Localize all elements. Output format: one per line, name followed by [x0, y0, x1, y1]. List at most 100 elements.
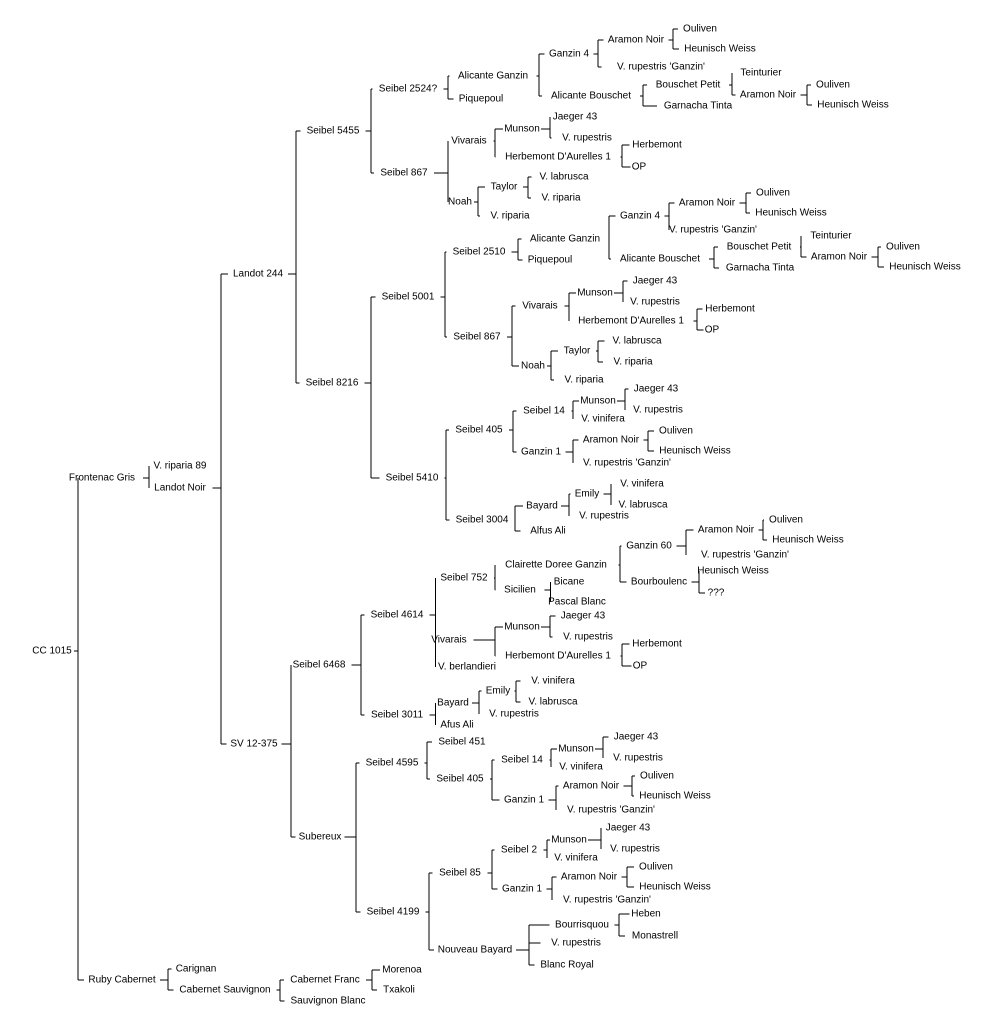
node-label-heunisch-weiss: Heunisch Weiss [772, 535, 844, 546]
node-label-jaeger-43: Jaeger 43 [606, 823, 651, 834]
node-label-herbemont: Herbemont [632, 140, 682, 151]
node-label-aramon-noir: Aramon Noir [740, 90, 797, 101]
node-label-heunisch-weiss: Heunisch Weiss [889, 262, 961, 273]
node-label-monastrell: Monastrell [632, 931, 678, 942]
node-label-bayard: Bayard [526, 501, 558, 512]
node-label-heben: Heben [631, 909, 660, 920]
node-label-ouliven: Ouliven [769, 515, 803, 526]
node-label-herbemont: Herbemont [632, 639, 682, 650]
node-label-seibel-867: Seibel 867 [453, 332, 501, 343]
node-label-sicilien: Sicilien [504, 585, 536, 596]
node-label-v-rupestris: V. rupestris [563, 632, 613, 643]
node-label-bourrisquou: Bourrisquou [555, 920, 609, 931]
node-label-ganzin-4: Ganzin 4 [549, 49, 589, 60]
node-label-vivarais: Vivarais [431, 635, 466, 646]
node-label-v-rupestris-ganzin: V. rupestris 'Ganzin' [563, 895, 651, 906]
node-label-piquepoul: Piquepoul [528, 255, 572, 266]
node-label-v-vinifera: V. vinifera [620, 479, 664, 490]
node-label-alfus-ali: Alfus Ali [530, 526, 566, 537]
node-label-v-riparia: V. riparia [613, 357, 653, 368]
node-label-bourboulenc: Bourboulenc [631, 577, 687, 588]
node-label-morenoa: Morenoa [382, 965, 422, 976]
node-label-v-vinifera: V. vinifera [554, 853, 598, 864]
node-label-garnacha-tinta: Garnacha Tinta [726, 263, 795, 274]
node-label-heunisch-weiss: Heunisch Weiss [755, 208, 827, 219]
node-label-heunisch-weiss: Heunisch Weiss [639, 882, 711, 893]
node-label-v-rupestris: V. rupestris [579, 511, 629, 522]
node-label-teinturier: Teinturier [740, 68, 782, 79]
node-label-ganzin-4: Ganzin 4 [620, 211, 660, 222]
node-label-seibel-14: Seibel 14 [523, 406, 565, 417]
node-label-ganzin-1: Ganzin 1 [502, 884, 542, 895]
node-label-vivarais: Vivarais [522, 301, 557, 312]
node-label-bouschet-petit: Bouschet Petit [656, 80, 721, 91]
node-label-seibel-4199: Seibel 4199 [367, 907, 420, 918]
node-label-ouliven: Ouliven [640, 771, 674, 782]
node-label-blanc-royal: Blanc Royal [540, 960, 593, 971]
node-label-carignan: Carignan [176, 964, 217, 975]
node-label-heunisch-weiss: Heunisch Weiss [684, 44, 756, 55]
node-label-v-rupestris-ganzin: V. rupestris 'Ganzin' [701, 550, 789, 561]
node-label-munson: Munson [580, 396, 616, 407]
node-label-seibel-405: Seibel 405 [455, 425, 503, 436]
node-label-jaeger-43: Jaeger 43 [634, 384, 679, 395]
node-label-v-labrusca: V. labrusca [539, 172, 589, 183]
node-label-sv-12-375: SV 12-375 [230, 739, 278, 750]
node-label-ouliven: Ouliven [683, 24, 717, 35]
node-label-op: OP [633, 661, 648, 672]
node-label-seibel-3011: Seibel 3011 [371, 710, 424, 721]
node-label-v-rupestris-ganzin: V. rupestris 'Ganzin' [567, 805, 655, 816]
node-label-op: OP [632, 162, 647, 173]
node-label-piquepoul: Piquepoul [459, 94, 503, 105]
node-label-jaeger-43: Jaeger 43 [561, 611, 606, 622]
node-label-aramon-noir: Aramon Noir [679, 198, 736, 209]
node-label-v-berlandieri: V. berlandieri [438, 662, 496, 673]
node-label-vivarais: Vivarais [451, 136, 486, 147]
node-label-heunisch-weiss: Heunisch Weiss [659, 446, 731, 457]
node-label-v-vinifera: V. vinifera [559, 762, 603, 773]
node-label-heunisch-weiss: Heunisch Weiss [697, 566, 769, 577]
node-label-cabernet-franc: Cabernet Franc [290, 975, 359, 986]
node-label-ouliven: Ouliven [659, 426, 693, 437]
node-label-ouliven: Ouliven [816, 80, 850, 91]
node-label-v-rupestris: V. rupestris [562, 133, 612, 144]
node-label-seibel-8216: Seibel 8216 [306, 378, 359, 389]
node-label-herbemont-d-aurelles-1: Herbemont D'Aurelles 1 [505, 152, 611, 163]
node-label-ruby-cabernet: Ruby Cabernet [88, 975, 155, 986]
node-label-emily: Emily [486, 686, 510, 697]
node-label-jaeger-43: Jaeger 43 [614, 732, 659, 743]
node-label-heunisch-weiss: Heunisch Weiss [817, 100, 889, 111]
node-label-landot-noir: Landot Noir [154, 483, 206, 494]
node-label-taylor: Taylor [491, 182, 518, 193]
node-label-v-rupestris: V. rupestris [610, 844, 660, 855]
node-label-ganzin-1: Ganzin 1 [521, 447, 561, 458]
node-label-aramon-noir: Aramon Noir [583, 435, 640, 446]
node-label-txakoli: Txakoli [383, 985, 415, 996]
node-label-alicante-bouschet: Alicante Bouschet [620, 254, 700, 265]
node-label-seibel-2524: Seibel 2524? [379, 84, 438, 95]
node-label-v-rupestris: V. rupestris [633, 405, 683, 416]
node-label-v-labrusca: V. labrusca [612, 336, 662, 347]
node-label-bicane: Bicane [554, 577, 585, 588]
node-label-ganzin-60: Ganzin 60 [626, 541, 672, 552]
node-label-v-rupestris-ganzin: V. rupestris 'Ganzin' [669, 225, 757, 236]
node-label-cabernet-sauvignon: Cabernet Sauvignon [179, 985, 270, 996]
node-label-unknown: ??? [708, 588, 725, 599]
node-label-pascal-blanc: Pascal Blanc [548, 597, 606, 608]
node-label-v-rupestris-ganzin: V. rupestris 'Ganzin' [617, 62, 705, 73]
node-label-herbemont-d-aurelles-1: Herbemont D'Aurelles 1 [505, 651, 611, 662]
node-label-munson: Munson [577, 288, 613, 299]
node-label-v-riparia-89: V. riparia 89 [154, 461, 207, 472]
node-label-v-vinifera: V. vinifera [581, 414, 625, 425]
node-label-heunisch-weiss: Heunisch Weiss [639, 791, 711, 802]
node-label-subereux: Subereux [299, 832, 342, 843]
node-label-emily: Emily [575, 489, 599, 500]
node-label-nouveau-bayard: Nouveau Bayard [438, 945, 513, 956]
node-label-seibel-867: Seibel 867 [380, 168, 428, 179]
node-label-seibel-4614: Seibel 4614 [371, 610, 424, 621]
node-label-bouschet-petit: Bouschet Petit [727, 242, 792, 253]
node-label-v-vinifera: V. vinifera [531, 676, 575, 687]
node-label-frontenac-gris: Frontenac Gris [69, 473, 135, 484]
